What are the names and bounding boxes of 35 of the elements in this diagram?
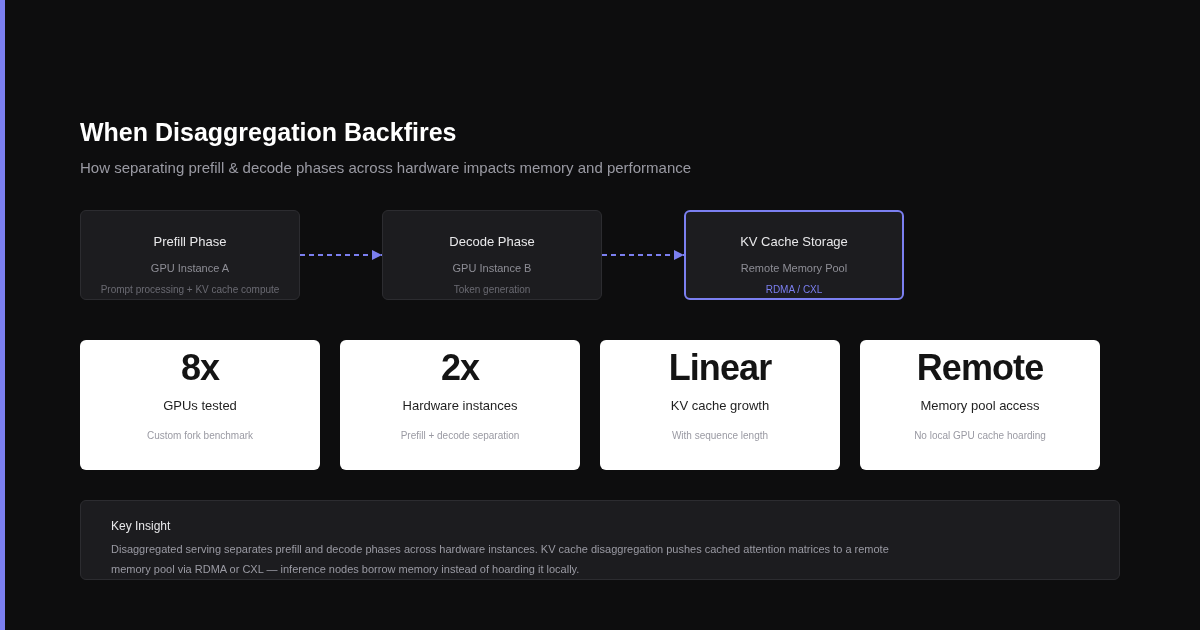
stat-label: Memory pool access	[920, 397, 1040, 415]
insight-heading: Key Insight	[111, 518, 171, 535]
phase-title: Decode Phase	[449, 233, 535, 251]
stat-note: No local GPU cache hoarding	[914, 428, 1046, 443]
stat-card	[860, 340, 1100, 470]
dashed-arrow	[601, 250, 685, 260]
stat-note: Custom fork benchmark	[146, 428, 254, 443]
phase-subtitle: GPU Instance B	[452, 260, 532, 276]
phase-detail: Prompt processing + KV cache compute	[100, 283, 280, 297]
stat-card	[340, 340, 580, 470]
phase-box	[80, 210, 300, 300]
storage-box	[684, 210, 904, 300]
stat-value: 2x	[440, 346, 480, 390]
stat-label: Hardware instances	[402, 397, 518, 415]
phase-subtitle: GPU Instance A	[150, 260, 230, 276]
phase-title: Prefill Phase	[153, 233, 227, 251]
storage-subtitle: Remote Memory Pool	[740, 260, 848, 276]
stat-card	[80, 340, 320, 470]
stat-note: With sequence length	[671, 428, 769, 443]
stat-card	[600, 340, 840, 470]
insight-panel	[80, 500, 1120, 580]
phase-box	[382, 210, 602, 300]
storage-title: KV Cache Storage	[740, 233, 848, 251]
stat-note: Prefill + decode separation	[400, 428, 520, 443]
subtitle: How separating prefill & decode phases across hardware impacts memory and performance	[80, 158, 692, 178]
insight-text: Disaggregated serving separates prefill and decode phases across hardware instances. KV cache disaggregation pushes cached attention matrices to a remote memory pool via RDMA or CXL — inference nodes borrow memory instead of hoarding it locally.	[111, 542, 890, 577]
stat-value: 8x	[180, 346, 220, 390]
stat-label: KV cache growth	[670, 397, 770, 415]
phase-detail: Token generation	[453, 283, 531, 297]
stat-value: Remote	[916, 346, 1044, 390]
dashed-arrow	[299, 250, 383, 260]
stat-label: GPUs tested	[163, 397, 237, 415]
title: When Disaggregation Backfires	[80, 117, 457, 148]
stat-value: Linear	[668, 346, 772, 390]
protocol-label: RDMA / CXL	[765, 283, 823, 297]
